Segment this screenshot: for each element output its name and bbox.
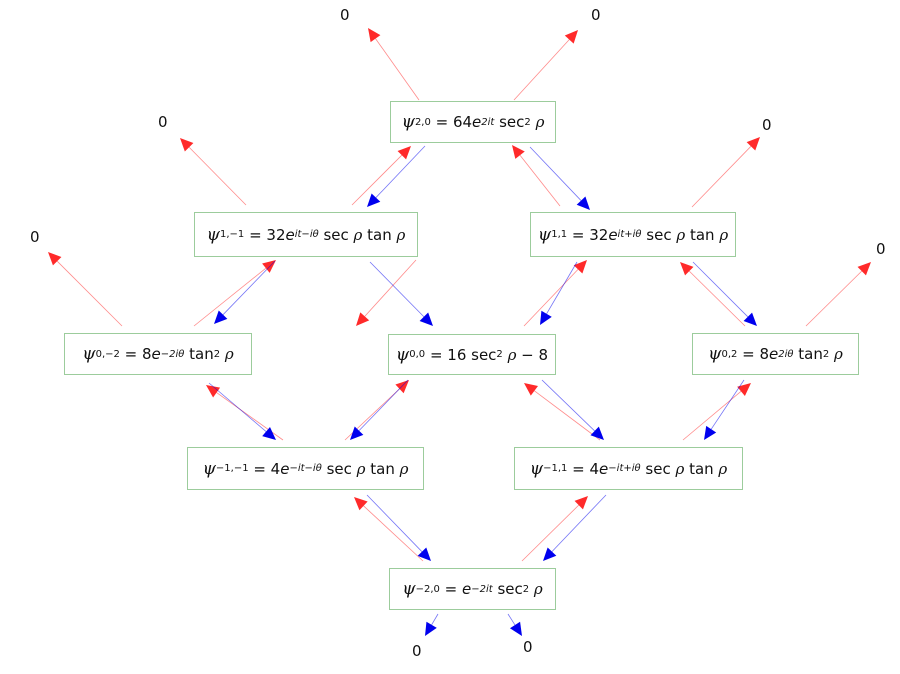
raising-arrow <box>354 497 424 562</box>
lowering-arrow <box>507 613 522 636</box>
raising-arrow <box>513 30 578 101</box>
lowering-arrow <box>543 494 607 561</box>
lowering-arrow <box>350 379 409 440</box>
lowering-arrow <box>366 494 431 561</box>
lowering-arrow <box>214 260 276 324</box>
raising-arrow <box>368 28 420 101</box>
zero-label: 0 <box>591 6 601 24</box>
raising-arrow <box>524 383 601 441</box>
raising-arrow <box>682 383 751 441</box>
raising-arrow <box>680 262 746 327</box>
lowering-arrow <box>529 146 590 210</box>
raising-arrow <box>691 137 760 208</box>
raising-arrow <box>356 259 417 326</box>
raising-arrow <box>193 260 276 327</box>
zero-label: 0 <box>30 228 40 246</box>
lowering-arrow <box>704 379 745 440</box>
zero-label: 0 <box>158 113 168 131</box>
lowering-arrow <box>692 261 757 326</box>
raising-arrow <box>521 496 588 562</box>
lowering-arrow <box>208 382 276 440</box>
zero-label: 0 <box>523 638 533 656</box>
lowering-arrow <box>425 613 439 636</box>
zero-label: 0 <box>762 116 772 134</box>
lowering-arrow <box>541 379 604 440</box>
raising-arrow <box>512 145 561 207</box>
raising-arrow <box>523 260 587 327</box>
zero-label: 0 <box>340 6 350 24</box>
raising-arrow <box>805 262 871 327</box>
raising-arrow <box>48 252 123 327</box>
lowering-arrow <box>367 145 426 207</box>
raising-arrow <box>180 138 247 206</box>
lowering-arrow <box>540 261 578 325</box>
raising-arrow <box>351 146 411 206</box>
zero-label: 0 <box>876 240 886 258</box>
zero-label: 0 <box>412 642 422 660</box>
lowering-arrow <box>369 261 433 326</box>
